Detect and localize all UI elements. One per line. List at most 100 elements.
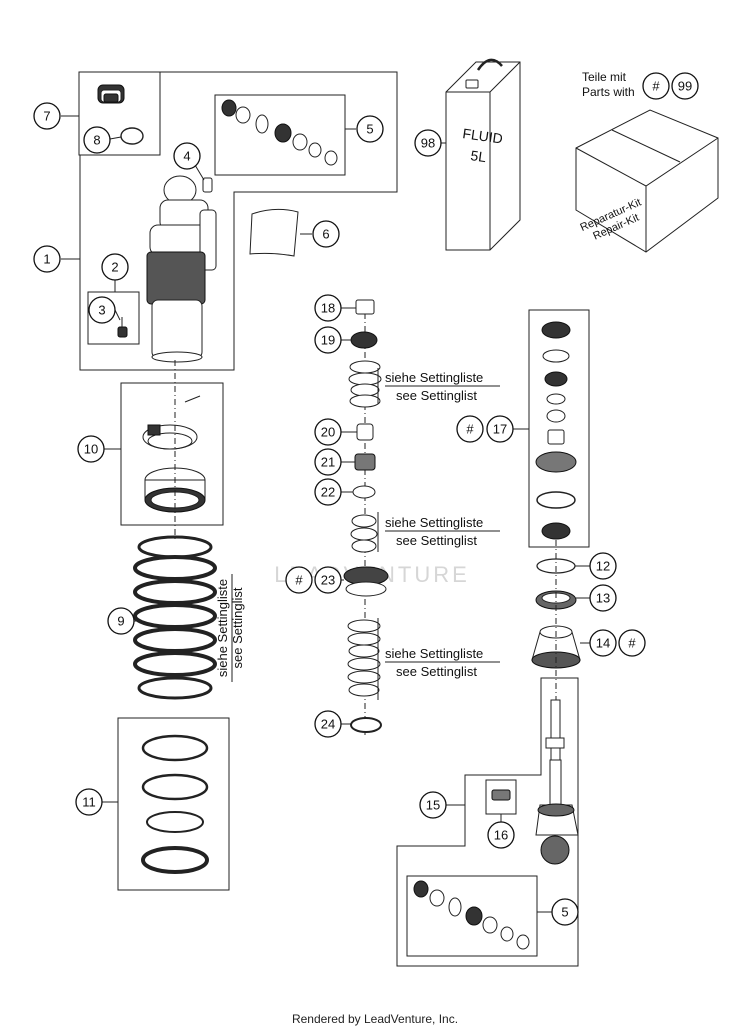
can-label-2: 5L [470,147,488,165]
svg-text:15: 15 [426,798,440,813]
callout-24: 24 [314,710,342,738]
svg-text:13: 13 [596,591,610,606]
svg-text:11: 11 [82,795,96,810]
valve-part [117,317,128,338]
callout-22: 22 [314,478,342,506]
callout-3: 3 [88,296,116,324]
svg-text:99: 99 [678,79,692,94]
setting-en-1: see Settinglist [396,388,477,403]
callout-1: 1 [33,245,61,273]
callout-7: 7 [33,102,61,130]
svg-text:8: 8 [93,133,100,148]
svg-text:21: 21 [321,455,335,470]
shim-stack-1 [348,360,382,408]
callout-16: 16 [487,821,515,849]
svg-text:7: 7 [43,109,50,124]
legend-line-1: Teile mit [582,70,627,84]
svg-text:17: 17 [493,422,507,437]
svg-text:1: 1 [43,252,50,267]
callout-20: 20 [314,418,342,446]
setting-label-1: siehe Settingliste see Settinglist [377,368,500,404]
piston-part [343,566,389,597]
callout-5-bottom: 5 [551,898,579,926]
seal-kit-box-top [214,94,346,176]
can-label-1: FLUID [462,125,504,146]
shock-absorber-body [146,175,217,363]
leader-lines-left [61,115,356,803]
seal-kit-box-bottom [406,875,538,957]
shock-group-frame [79,71,398,371]
nut-part-2 [354,453,376,471]
callout-98: 98 [414,129,442,157]
svg-text:16: 16 [494,828,508,843]
callout-hash-17: # [456,415,484,443]
spring-setting-de: siehe Settingliste [215,579,230,677]
piston-rod-part [535,699,579,865]
fluid-can: FLUID 5L [445,58,521,251]
legend-line-2: Parts with [582,85,635,99]
svg-text:19: 19 [321,333,335,348]
svg-text:18: 18 [321,301,335,316]
callout-10: 10 [77,435,105,463]
svg-text:3: 3 [98,303,105,318]
svg-text:20: 20 [321,425,335,440]
setting-en-2: see Settinglist [396,533,477,548]
spring-retainer-part [142,395,201,450]
svg-text:14: 14 [596,636,610,651]
callout-12: 12 [589,552,617,580]
callout-9: 9 [107,607,135,635]
adjuster-screw-part [491,789,511,801]
callout-15: 15 [419,791,447,819]
svg-text:5: 5 [561,905,568,920]
svg-text:12: 12 [596,559,610,574]
setting-label-3: siehe Settingliste see Settinglist [377,618,500,700]
bolt-part [202,177,213,193]
svg-text:#: # [628,636,636,651]
svg-text:98: 98 [421,136,435,151]
callout-11: 11 [75,788,103,816]
callout-21: 21 [314,448,342,476]
callout-13: 13 [589,584,617,612]
svg-text:6: 6 [322,227,329,242]
leader-lines-center [341,307,357,725]
cover-sheet-part [249,208,299,257]
seal-kit-parts-top [221,99,338,166]
repair-kit-box: Reparatur-Kit Repair-Kit [575,109,719,253]
spacer-rings-part [141,734,209,874]
valve-box-frame [87,291,140,345]
svg-text:#: # [652,79,660,94]
callout-hash-legend: # [642,72,670,100]
setting-de-2: siehe Settingliste [385,515,483,530]
callout-4: 4 [173,142,201,170]
nut-part [355,299,375,315]
callout-19: 19 [314,326,342,354]
setting-de-1: siehe Settingliste [385,370,483,385]
shim-stack-3 [347,619,381,697]
spring-part [133,535,217,700]
o-ring-part [120,127,144,145]
svg-text:24: 24 [321,717,335,732]
callout-17: 17 [486,415,514,443]
washer-part-2 [352,485,376,499]
svg-text:23: 23 [321,573,335,588]
spacer-box-frame [117,717,230,891]
footer-credit: Rendered by LeadVenture, Inc. [291,1012,459,1026]
svg-text:4: 4 [183,149,190,164]
seal-kit-parts-bottom [413,880,530,950]
leader-lines-right [441,142,590,913]
svg-text:#: # [295,573,303,588]
shim-stack-2 [350,514,378,553]
washer-part-3 [350,717,382,733]
svg-text:2: 2 [111,260,118,275]
callout-23: 23 [314,566,342,594]
washer-part [350,331,378,349]
callout-8: 8 [83,126,111,154]
callout-hash-14: # [618,629,646,657]
spring-setting-label: siehe Settingliste see Settinglist [215,574,245,682]
svg-text:#: # [466,422,474,437]
svg-text:10: 10 [84,442,98,457]
callout-99: 99 [671,72,699,100]
callout-14: 14 [589,629,617,657]
svg-text:9: 9 [117,614,124,629]
